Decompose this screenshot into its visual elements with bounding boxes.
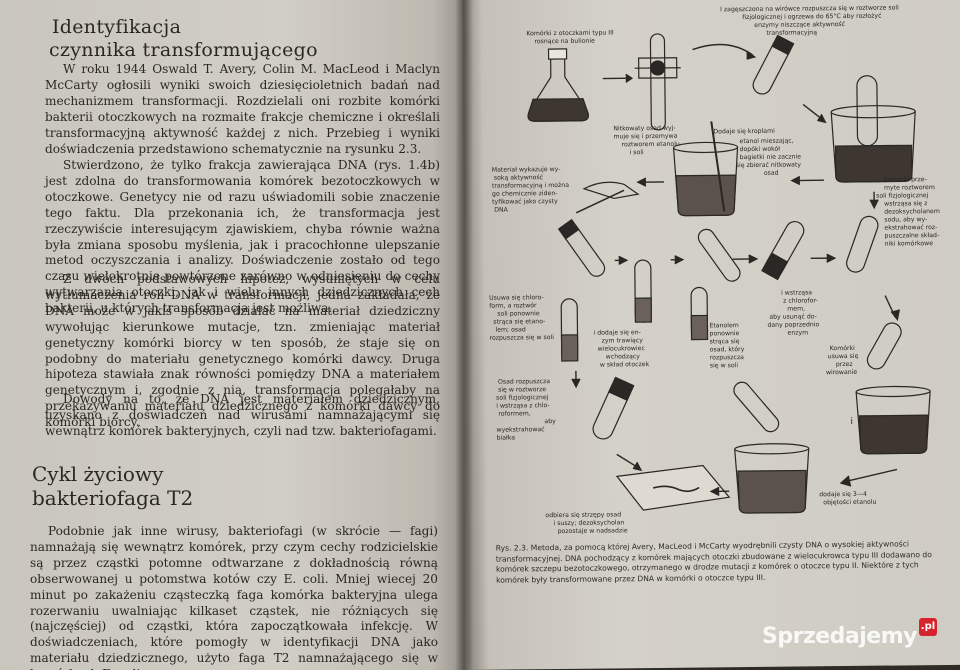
fibers-label: Nitkowaty osad wyj-muje się i przemywaro… [613, 125, 680, 157]
shake-label: i wstrząsaz chlorofor-mem,aby usunąć do-… [767, 289, 820, 337]
chloroform-reprecipitate-label: Usuwa się chloro-form, a roztwórsoli pon… [489, 294, 554, 342]
test-tube-illustration [752, 34, 795, 95]
ethanol-volume-label: dodaje się 3—4objętości etanolu [819, 491, 876, 507]
heading-line: czynnika transformującego [49, 39, 318, 61]
left-page: Identyfikacja czynnika transformującego … [0, 0, 470, 670]
book-gutter [455, 0, 473, 670]
deoxycholate-label: Komórki prze-myte roztworemsoli fizjolog… [876, 175, 940, 248]
heading-line: Identyfikacja [52, 16, 182, 38]
paragraph: Dowody na to, że DNA jest materiałem dzi… [45, 392, 440, 438]
tube-row [557, 215, 879, 362]
heading-line: Cykl życiowy [32, 462, 164, 486]
roman-numeral-label: i [850, 417, 853, 427]
hand-rod-illustration [582, 181, 640, 200]
dna-label: Materiał wykazuje wy-soką aktywnośćtrans… [492, 166, 570, 214]
watermark-logo: Sprzedajemy [762, 624, 918, 649]
enzyme-label: i dodaje się en-zym trawiącywielocukrowi… [593, 329, 649, 369]
cells-beaker-illustration [855, 322, 931, 455]
process-arrows [571, 43, 900, 496]
watermark-badge: .pl [919, 618, 937, 636]
flask-label: Komórki z otoczkami typu IIIrosnące na b… [526, 28, 614, 45]
section-heading-lifecycle: Cykl życiowy bakteriofaga T2 [32, 462, 193, 510]
removed-cells-label: Komórkiusuwa sięprzezwirowanie [826, 344, 859, 376]
paragraph: Z dwóch podstawowych hipotez, wysuniętyc… [45, 272, 440, 430]
right-page: Komórki z otoczkami typu IIIrosnące na b… [462, 0, 960, 670]
section-heading-identification: Identyfikacja czynnika transformującego [49, 16, 318, 62]
ethanol-beaker-illustration [672, 121, 739, 217]
chloroform-extract-label: Osad rozpuszczasię w roztworzesoli fizjo… [496, 378, 556, 442]
flask-illustration [527, 48, 589, 122]
paragraph: Stwierdzono, że tylko frakcja zawierając… [45, 158, 440, 316]
ethanol-label: Dodaje się kroplamietanol mieszając,dopó… [713, 127, 801, 177]
paragraph: W roku 1944 Oswald T. Avery, Colin M. Ma… [45, 62, 440, 156]
paragraph: Podobnie jak inne wirusy, bakteriofagi (… [30, 524, 438, 670]
heading-line: bakteriofaga T2 [32, 486, 194, 510]
ethanol-addition-beaker [733, 381, 810, 514]
avery-experiment-figure: Komórki z otoczkami typu IIIrosnące na b… [489, 3, 940, 535]
centrifuge-label: I zagęszczona na wirówce rozpuszcza się … [720, 3, 899, 37]
beaker-illustration [830, 75, 916, 183]
figure-caption: Rys. 2.3. Metoda, za pomocą której Avery… [495, 539, 932, 585]
centrifuge-illustration [634, 33, 681, 131]
reprecipitate-label: Etanolemponowniestrąca sięosad, któryroz… [709, 322, 744, 369]
strands-label: odbiera się strzępy osadi suszy; dezoksy… [545, 511, 627, 535]
chloroform-tube-illustration [592, 376, 635, 440]
